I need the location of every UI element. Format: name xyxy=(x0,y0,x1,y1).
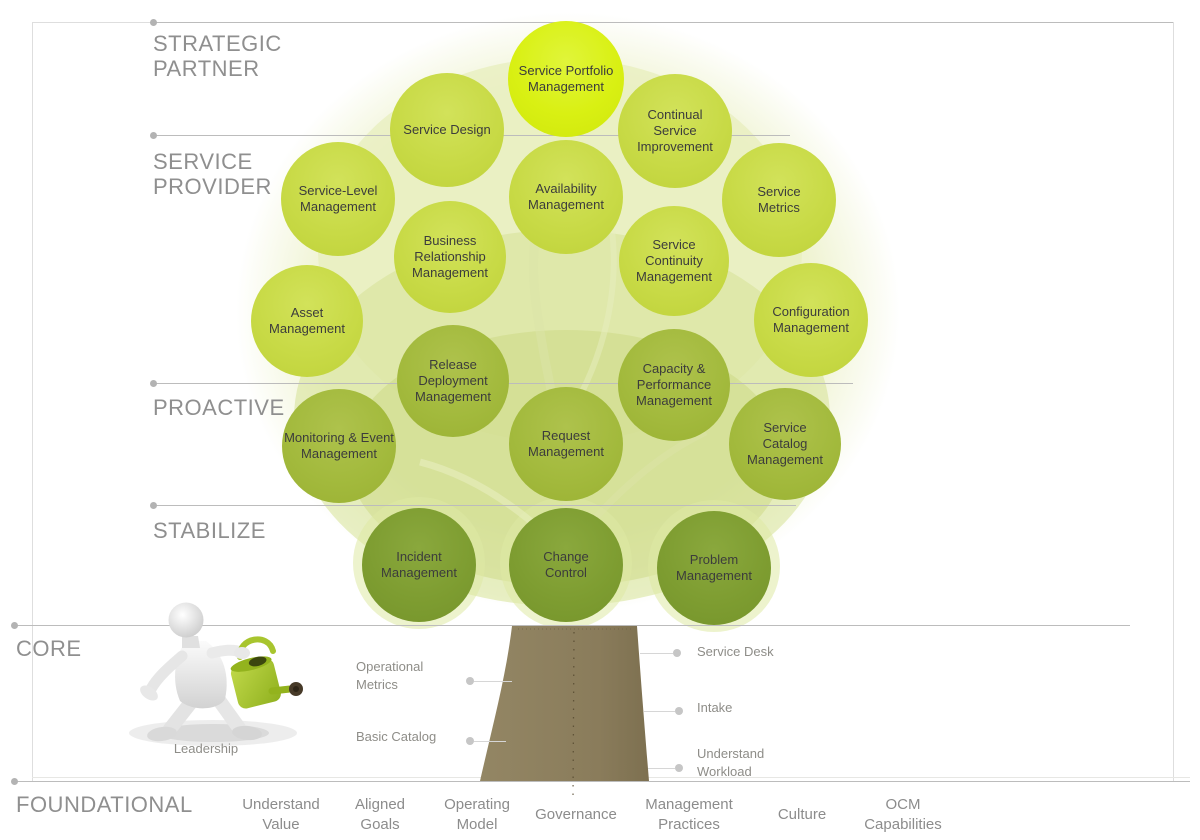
figure-right-hand xyxy=(140,685,158,701)
leaf-label: Service Design xyxy=(403,122,491,137)
tree-trunk xyxy=(480,626,649,781)
leaf-incident-management: Incident Management xyxy=(362,508,476,622)
foundation-item-governance: Governance xyxy=(535,806,617,823)
leaf-label: Asset Management xyxy=(269,305,345,336)
leaf-label: Change Control xyxy=(543,549,589,580)
foundation-item-ocm-capabilities: OCM Capabilities xyxy=(864,796,942,833)
frame-left-border xyxy=(32,22,33,781)
watering-can xyxy=(230,636,303,709)
connector-dot xyxy=(673,649,681,657)
leaf-asset-management: Asset Management xyxy=(251,265,363,377)
trunk-label-basic-catalog: Basic Catalog xyxy=(356,729,437,744)
frame-right-border xyxy=(1173,22,1174,781)
leaf-label: Release Deployment Management xyxy=(415,357,491,404)
leaf-service-continuity-management: Service Continuity Management xyxy=(619,206,729,316)
leaf-label: Service Metrics xyxy=(757,184,801,215)
figure-head xyxy=(168,602,204,638)
connector-line xyxy=(648,768,675,769)
leaf-label: Availability Management xyxy=(528,181,604,212)
trunk-label-service-desk: Service Desk xyxy=(697,644,774,659)
leaf-business-relationship-management: Business Relationship Management xyxy=(394,201,506,313)
leaf-service-design: Service Design xyxy=(390,73,504,187)
leaf-label: Service Portfolio Management xyxy=(518,63,614,94)
level-line-core xyxy=(11,622,1130,629)
foundation-item-operating-model: Operating Model xyxy=(444,796,510,833)
line-dot xyxy=(11,622,18,629)
watering-can-rosette-center xyxy=(293,686,299,692)
leaf-label: Continual Service Improvement xyxy=(637,107,713,154)
level-line-foundational-shadow xyxy=(32,777,1190,778)
figure-left-hand xyxy=(234,647,250,659)
level-line-foundational xyxy=(11,778,1190,785)
level-label-stabilize: STABILIZE xyxy=(153,518,266,543)
leaf-continual-service-improvement: Continual Service Improvement xyxy=(618,74,732,188)
leaf-label: Incident Management xyxy=(381,549,457,580)
line-dot xyxy=(150,502,157,509)
foundation-item-understand-value: Understand Value xyxy=(242,796,320,833)
leaf-release-deployment-management: Release Deployment Management xyxy=(397,325,509,437)
leaf-label: Problem Management xyxy=(676,552,752,583)
connector-dot xyxy=(466,677,474,685)
watering-can-rosette xyxy=(289,682,303,696)
leaf-label: Monitoring & Event Management xyxy=(284,430,394,461)
leaf-capacity-performance-management: Capacity & Performance Management xyxy=(618,329,730,441)
leaf-configuration-management: Configuration Management xyxy=(754,263,868,377)
figure-right-leg xyxy=(209,689,246,735)
leaf-request-management: Request Management xyxy=(509,387,623,501)
connector-line xyxy=(644,711,675,712)
figure-right-foot xyxy=(232,725,262,741)
leaf-label: Service-Level Management xyxy=(298,183,378,214)
level-label-strategic-partner: STRATEGIC PARTNER xyxy=(153,31,282,81)
connector-line xyxy=(640,653,673,654)
connector-line xyxy=(474,741,506,742)
trunk-label-operational-metrics: Operational Metrics xyxy=(356,659,424,692)
leaf-service-catalog-management: Service Catalog Management xyxy=(729,388,841,500)
watering-can-handle xyxy=(237,636,276,660)
leaf-change-control: Change Control xyxy=(509,508,623,622)
leaf-service-level-management: Service-Level Management xyxy=(281,142,395,256)
connector-dot xyxy=(466,737,474,745)
leadership-label: Leadership xyxy=(173,741,239,756)
foundation-item-management-practices: Management Practices xyxy=(645,796,733,833)
figure-right-arm xyxy=(145,650,188,695)
leaf-service-portfolio-management: Service Portfolio Management xyxy=(508,21,624,137)
level-label-foundational: FOUNDATIONAL xyxy=(16,792,193,817)
connector-dot xyxy=(675,764,683,772)
figure-left-arm xyxy=(206,644,247,659)
trunk-label-understand-workload: Understand Workload xyxy=(697,746,765,779)
trunk-dotted-line xyxy=(572,631,575,799)
trunk-label-intake: Intake xyxy=(697,700,733,715)
watering-can-body xyxy=(230,658,281,709)
level-line-stabilize xyxy=(150,502,796,509)
leaf-label: Configuration Management xyxy=(772,304,850,335)
watering-can-opening xyxy=(248,656,267,667)
figure-torso xyxy=(175,641,227,709)
leaf-label: Request Management xyxy=(528,428,604,459)
foundation-item-aligned-goals: Aligned Goals xyxy=(354,796,406,833)
leaf-label: Business Relationship Management xyxy=(412,233,488,280)
level-label-service-provider: SERVICE PROVIDER xyxy=(153,149,272,199)
foundation-item-culture: Culture xyxy=(777,806,827,823)
line-dot xyxy=(150,19,157,26)
frame-top-left xyxy=(32,22,153,23)
line-dot xyxy=(11,778,18,785)
watering-can-top xyxy=(230,656,272,672)
connector-line xyxy=(474,681,512,682)
figure-neck xyxy=(182,636,200,648)
level-label-proactive: PROACTIVE xyxy=(153,395,285,420)
figure-left-leg xyxy=(163,689,203,736)
leaf-problem-management: Problem Management xyxy=(657,511,771,625)
connector-dot xyxy=(675,707,683,715)
line-dot xyxy=(150,132,157,139)
leaf-availability-management: Availability Management xyxy=(509,140,623,254)
level-line-strategic-partner xyxy=(150,19,1173,26)
line-dot xyxy=(150,380,157,387)
leaf-label: Service Continuity Management xyxy=(636,237,712,284)
level-label-core: CORE xyxy=(16,636,82,661)
watering-can-spout xyxy=(268,685,294,695)
leaf-label: Capacity & Performance Management xyxy=(636,361,712,408)
leaf-label: Service Catalog Management xyxy=(747,420,823,467)
leaf-monitoring-event-management: Monitoring & Event Management xyxy=(282,389,396,503)
leaf-service-metrics: Service Metrics xyxy=(722,143,836,257)
